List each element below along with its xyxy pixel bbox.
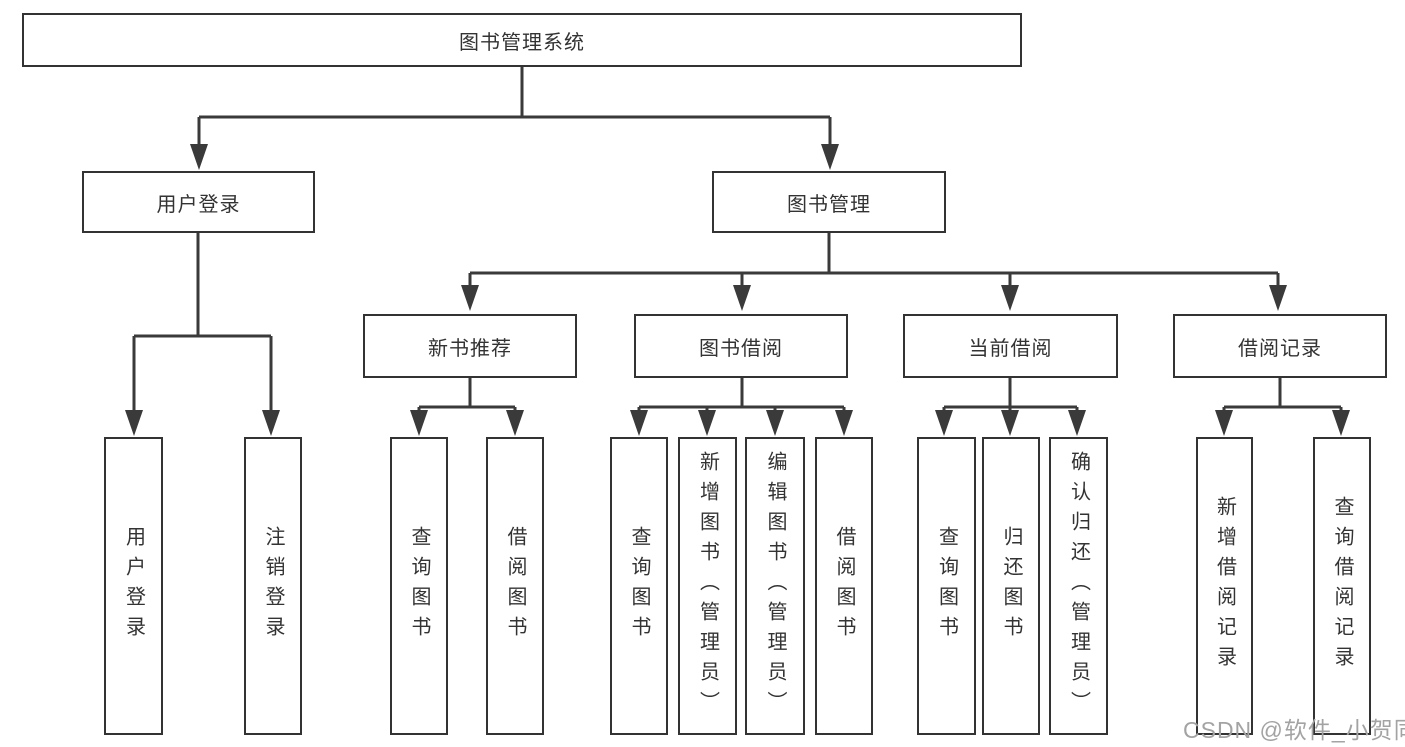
leaf-cb-return-book: 归还图书 [982,437,1040,735]
node-new-book-rec: 新书推荐 [363,314,577,378]
leaf-bb-add-book: 新增图书（管理员） [678,437,737,735]
connector-book-borrow-branch [630,378,853,436]
node-new-book-rec-label: 新书推荐 [428,337,512,360]
leaf-cb-query-book-label: 查询图书 [935,526,958,646]
leaf-br-query-record-label: 查询借阅记录 [1331,496,1353,676]
node-root-label: 图书管理系统 [459,31,585,54]
connector-current-borrow-branch [935,378,1086,436]
leaf-logout-label: 注销登录 [262,526,284,646]
node-root: 图书管理系统 [22,13,1022,67]
node-borrow-records-label: 借阅记录 [1238,337,1322,360]
leaf-bb-edit-book-label: 编辑图书（管理员） [764,451,786,721]
node-current-borrow-label: 当前借阅 [968,337,1053,360]
leaf-cb-return-book-label: 归还图书 [1000,526,1022,646]
leaf-bb-query-book: 查询图书 [610,437,668,735]
csdn-watermark: CSDN @软件_小贺同学 [1183,717,1405,743]
leaf-br-add-record-label: 新增借阅记录 [1213,496,1236,676]
leaf-bb-query-book-label: 查询图书 [628,526,650,646]
node-borrow-records: 借阅记录 [1173,314,1387,378]
leaf-cb-query-book: 查询图书 [917,437,976,735]
node-user-login-branch: 用户登录 [82,171,315,233]
leaf-cb-confirm-return-label: 确认归还（管理员） [1067,451,1090,721]
connector-user-login-branch [125,233,280,436]
connector-root-to-level2 [190,67,839,170]
node-current-borrow: 当前借阅 [903,314,1118,378]
leaf-user-login-label: 用户登录 [122,526,145,646]
connector-borrow-records-branch [1215,378,1350,436]
connector-book-mgmt-to-level3 [461,233,1287,311]
node-book-borrow: 图书借阅 [634,314,848,378]
leaf-user-login: 用户登录 [104,437,163,735]
node-book-mgmt-branch-label: 图书管理 [787,193,871,216]
leaf-bb-add-book-label: 新增图书（管理员） [696,451,719,721]
leaf-nbr-query-book-label: 查询图书 [408,526,430,646]
leaf-nbr-query-book: 查询图书 [390,437,448,735]
leaf-br-add-record: 新增借阅记录 [1196,437,1253,735]
leaf-br-query-record: 查询借阅记录 [1313,437,1371,735]
leaf-nbr-borrow-book: 借阅图书 [486,437,544,735]
leaf-bb-borrow-book-label: 借阅图书 [833,526,855,646]
leaf-logout: 注销登录 [244,437,302,735]
node-book-borrow-label: 图书借阅 [699,337,783,360]
leaf-bb-borrow-book: 借阅图书 [815,437,873,735]
leaf-cb-confirm-return: 确认归还（管理员） [1049,437,1108,735]
node-book-mgmt-branch: 图书管理 [712,171,946,233]
leaf-bb-edit-book: 编辑图书（管理员） [745,437,805,735]
leaf-nbr-borrow-book-label: 借阅图书 [504,526,526,646]
node-user-login-branch-label: 用户登录 [156,193,241,216]
connector-new-book-rec-branch [410,378,524,436]
